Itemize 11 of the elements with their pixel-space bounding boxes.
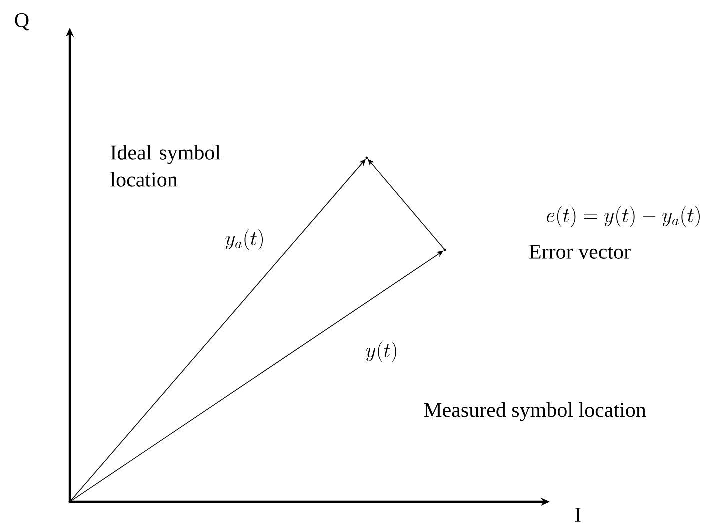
vector-label: Error vector (530, 245, 631, 259)
axis-label: I (575, 508, 581, 522)
vector-point (366, 156, 368, 160)
location-label: Ideal symbol location (110, 145, 221, 187)
axis-label: Q (15, 13, 30, 31)
vector-point (444, 248, 446, 252)
location-label: Measured symbol location (424, 402, 646, 422)
edge-label: $y(t)$ (366, 342, 396, 362)
error-formula: $e(t) = y(t) - y_a(t)$ (547, 206, 700, 228)
edge-label: $y_a(t)$ (226, 230, 264, 250)
vector-point (68, 500, 72, 504)
